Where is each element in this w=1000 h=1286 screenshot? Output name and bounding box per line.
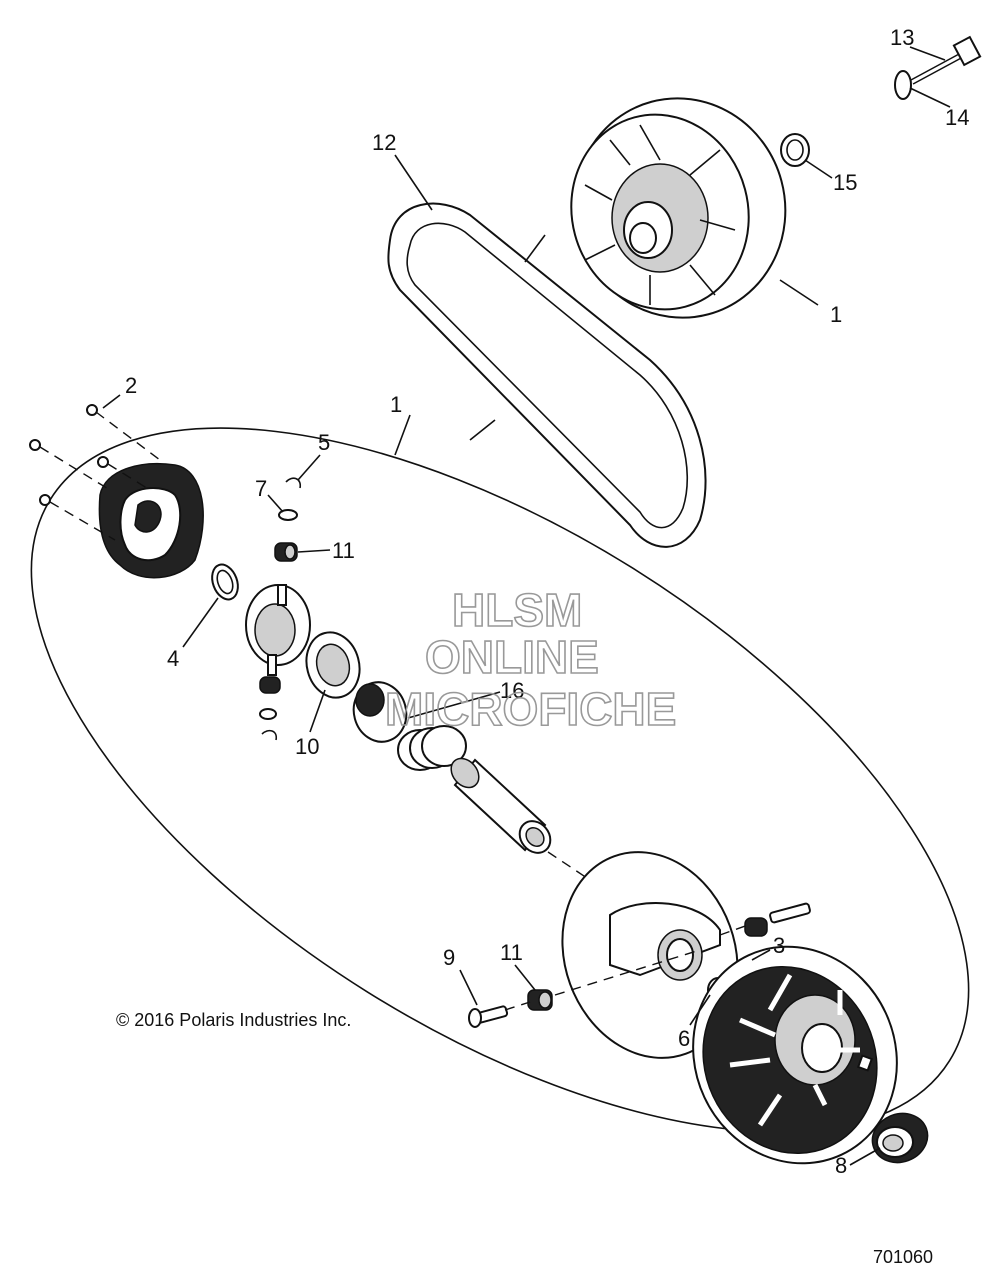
callout-8: 8 <box>835 1153 847 1178</box>
roller-lower <box>259 676 281 694</box>
spacer-15 <box>780 133 810 167</box>
callout-9: 9 <box>443 945 455 970</box>
spring <box>397 725 467 771</box>
callout-14: 14 <box>945 105 969 130</box>
callout-11-upper: 11 <box>332 538 355 563</box>
watermark-line-2: ONLINE <box>425 631 599 683</box>
callout-10: 10 <box>295 734 319 759</box>
callout-13: 13 <box>890 25 914 50</box>
drive-belt <box>387 202 707 548</box>
fixed-sheave <box>692 945 898 1165</box>
spider-hub <box>245 584 311 676</box>
callout-2: 2 <box>125 373 137 398</box>
moveable-sheave <box>561 851 739 1059</box>
spider-cover <box>98 463 204 579</box>
callout-7: 7 <box>255 476 267 501</box>
washer-lower <box>259 708 277 720</box>
callout-3: 3 <box>773 933 785 958</box>
thrust-washer-10 <box>305 631 361 699</box>
callout-4: 4 <box>167 646 179 671</box>
callout-1-top: 1 <box>830 302 842 327</box>
clip-lower <box>261 729 278 741</box>
watermark-line-1: HLSM <box>452 584 582 636</box>
copyright-text: © 2016 Polaris Industries Inc. <box>116 1010 351 1030</box>
figure-number: 701060 <box>873 1247 933 1267</box>
screws-2 <box>29 404 161 541</box>
callout-15: 15 <box>833 170 857 195</box>
washer-7 <box>278 509 298 521</box>
watermark-line-3: MICROFICHE <box>385 683 676 735</box>
washer-14 <box>894 70 912 100</box>
ramp-16 <box>352 681 408 743</box>
bolt-13 <box>910 35 982 85</box>
snap-ring-4 <box>211 563 239 601</box>
callout-1-group: 1 <box>390 392 402 417</box>
shaft-bushing <box>450 757 552 854</box>
driven-sheave-top <box>570 97 787 319</box>
roller-11-upper <box>274 542 298 562</box>
roller-11-lower <box>527 989 553 1011</box>
bearing-8 <box>871 1112 929 1164</box>
leader-lines <box>102 46 951 1166</box>
callout-16: 16 <box>500 678 524 703</box>
callout-12: 12 <box>372 130 396 155</box>
callout-5: 5 <box>318 430 330 455</box>
callout-11-lower: 11 <box>500 940 523 965</box>
clip-5 <box>285 477 302 489</box>
callout-6: 6 <box>678 1026 690 1051</box>
pin-9 <box>468 1005 509 1028</box>
